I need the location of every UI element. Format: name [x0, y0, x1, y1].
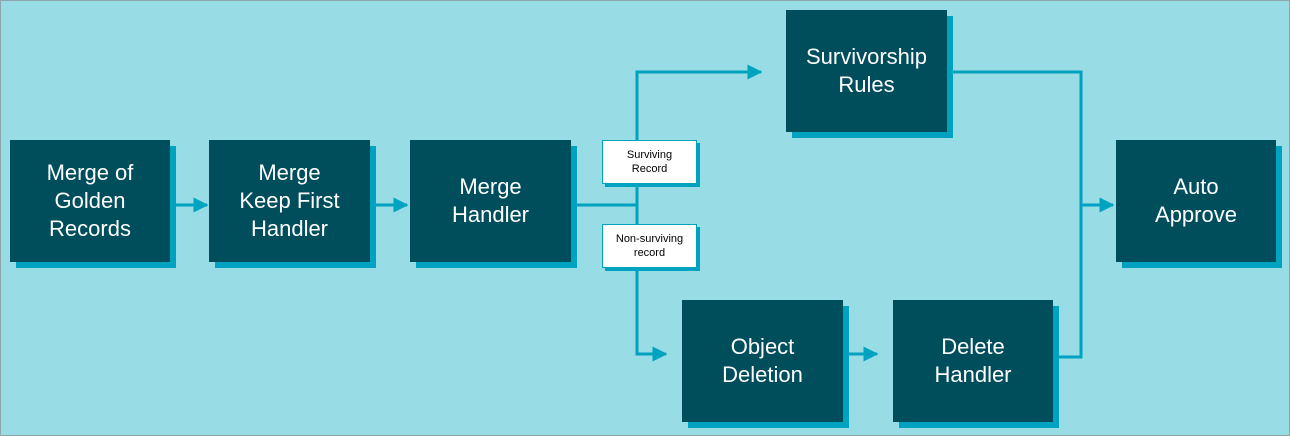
- node-auto-approve: Auto Approve: [1116, 140, 1276, 262]
- node-survivorship-rules: Survivorship Rules: [786, 10, 947, 132]
- edge-label-non-surviving-record: Non-surviving record: [602, 224, 697, 268]
- node-merge-handler: Merge Handler: [410, 140, 571, 262]
- edge-survivorship-to-join: [953, 70, 1083, 205]
- edge-label-surviving-record: Surviving Record: [602, 140, 697, 184]
- node-merge-keep-first-handler: Merge Keep First Handler: [209, 140, 370, 262]
- node-object-deletion: Object Deletion: [682, 300, 843, 422]
- node-merge-golden-records: Merge of Golden Records: [10, 140, 170, 262]
- node-delete-handler: Delete Handler: [893, 300, 1053, 422]
- edge-deletehandler-to-join: [1059, 205, 1083, 359]
- edge-surviving-to-survivorship: [635, 64, 763, 205]
